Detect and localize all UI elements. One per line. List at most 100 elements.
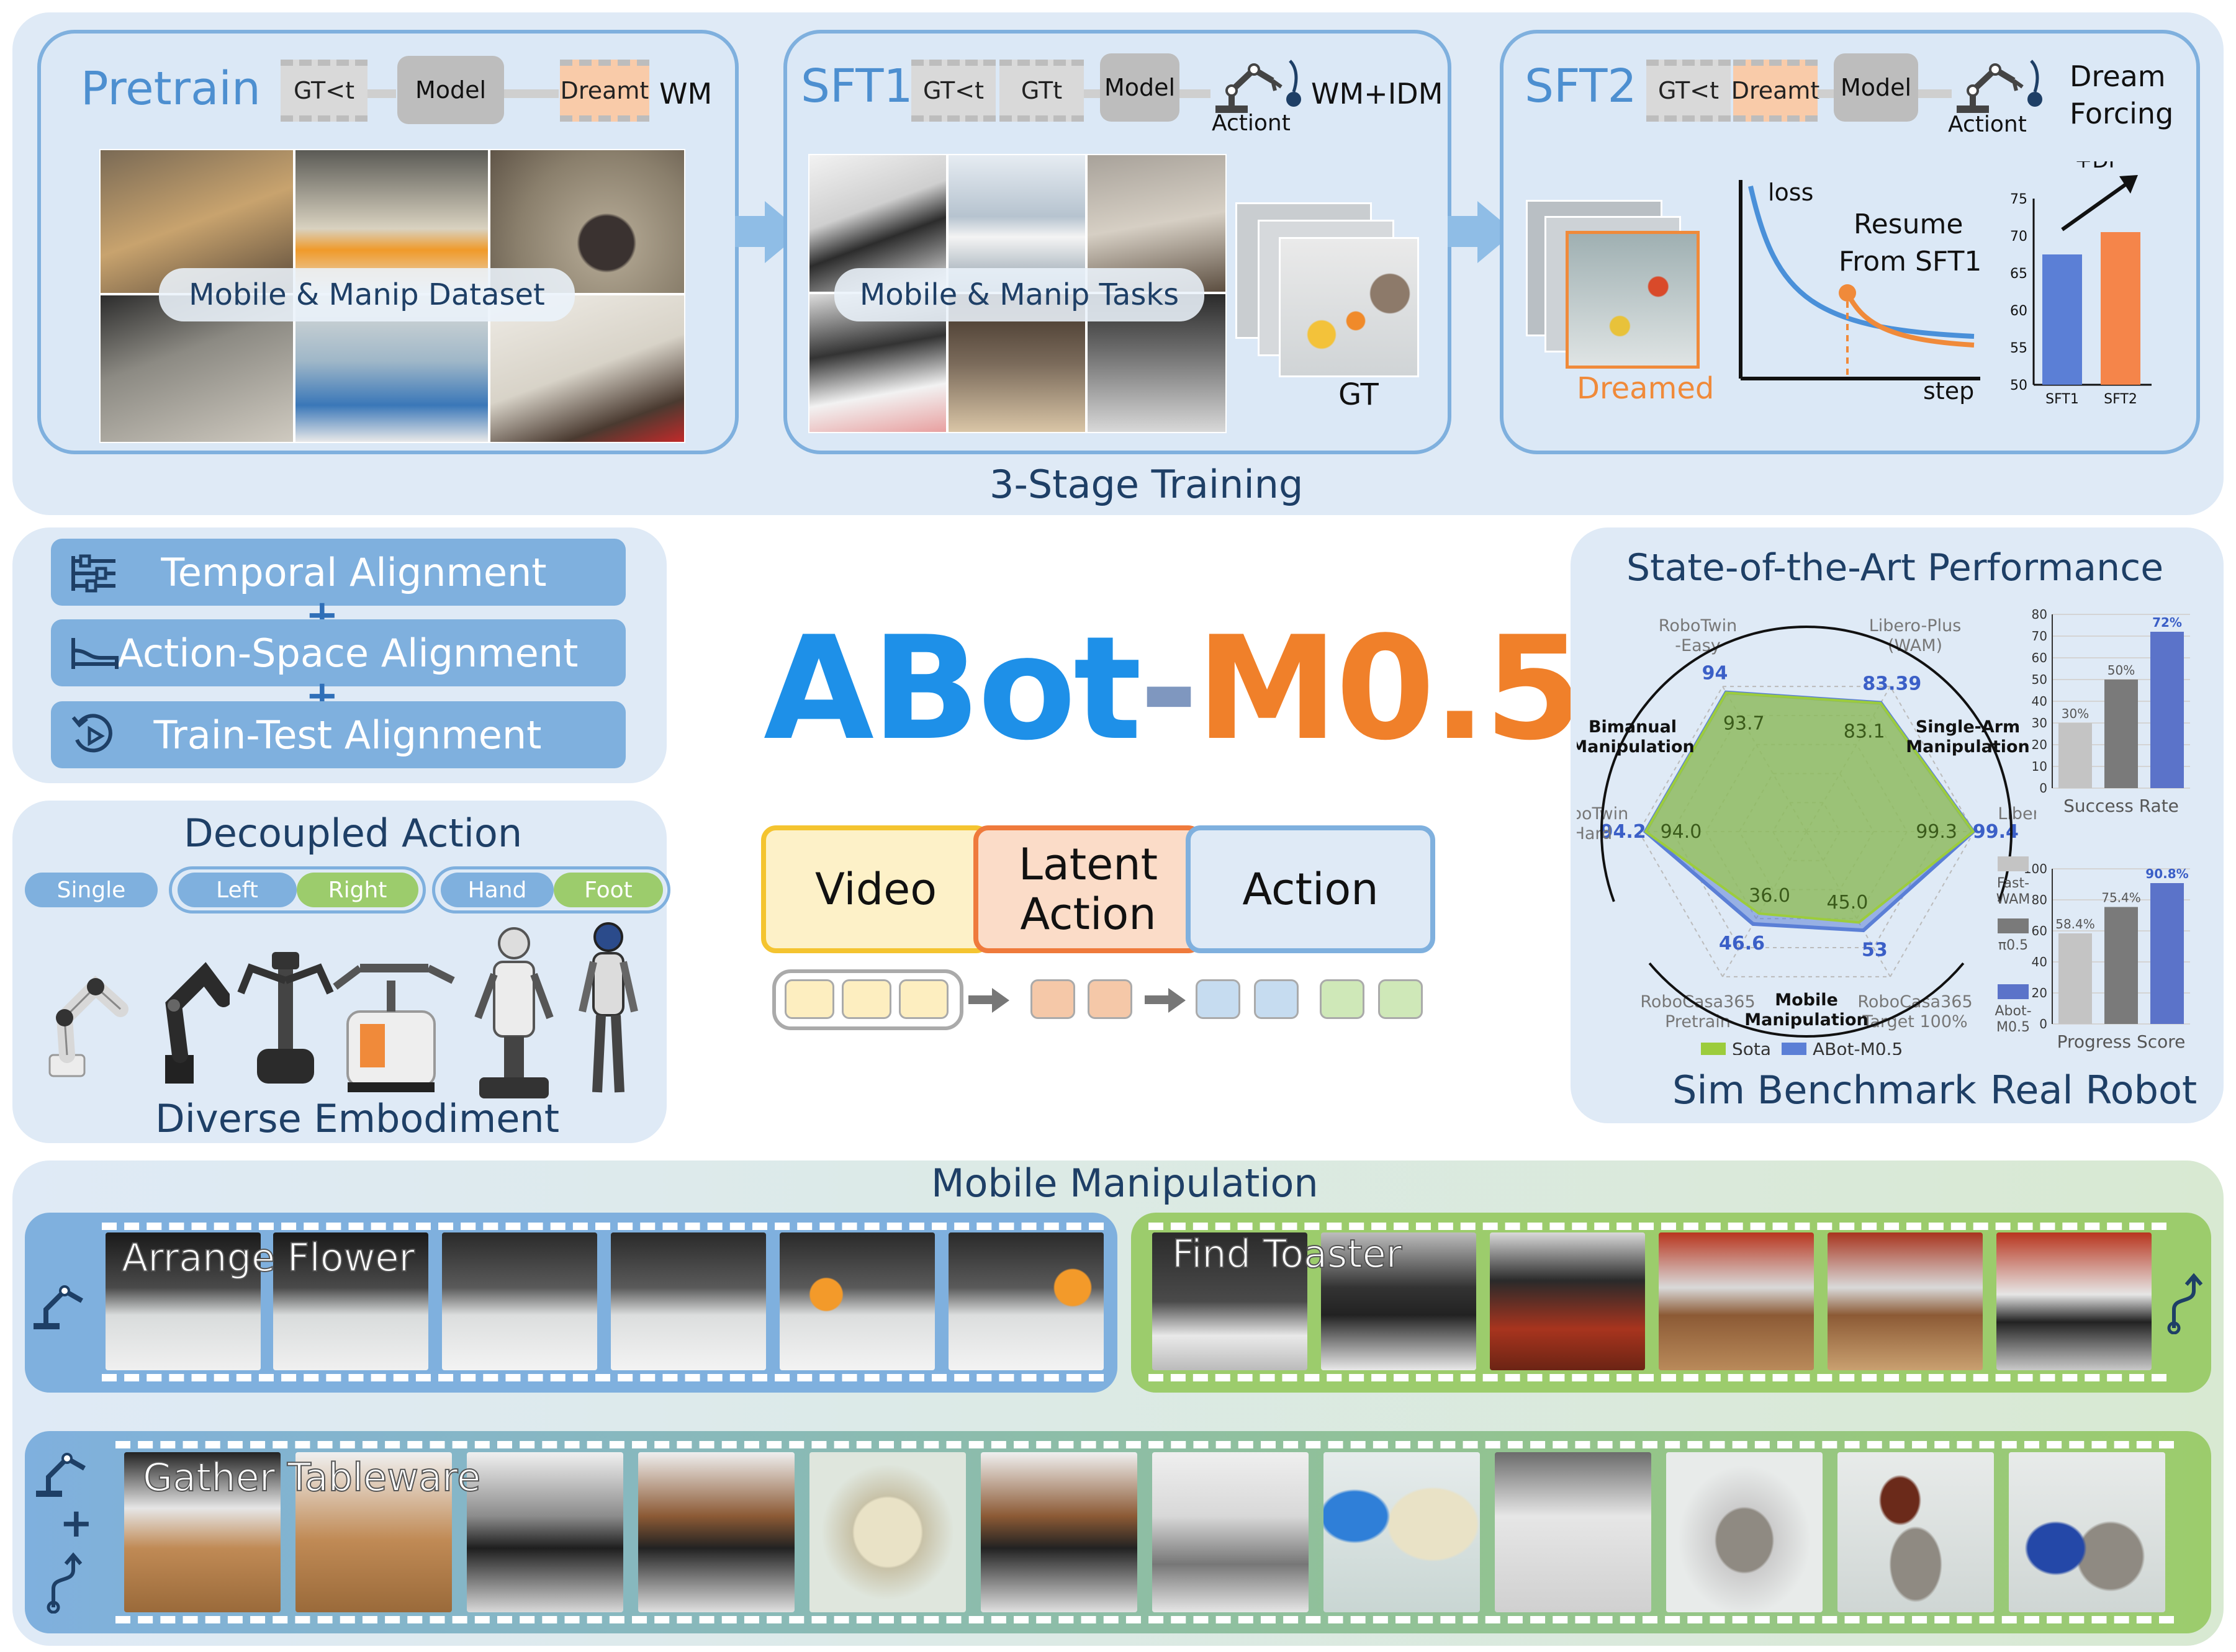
loss-axis-label: loss bbox=[1768, 179, 1814, 206]
legend-swatch-abot bbox=[1782, 1043, 1806, 1055]
gt-frame-stack bbox=[1235, 202, 1422, 388]
sota-value-label: 36.0 bbox=[1749, 885, 1790, 907]
radar-chart: 93.794RoboTwin-Easy83.183.39Libero-Plus(… bbox=[1577, 616, 2036, 1055]
sim-benchmark-label: Sim Benchmark bbox=[1672, 1067, 1977, 1113]
resume-line1: Resume bbox=[1854, 209, 1963, 240]
stage-arrow bbox=[1448, 216, 1479, 247]
axis-name: (WAM) bbox=[1888, 636, 1942, 655]
ours-value-label: 83.39 bbox=[1862, 673, 1921, 694]
latent-token bbox=[1030, 979, 1075, 1019]
latent-token bbox=[1088, 979, 1132, 1019]
axis-name: Libero bbox=[1998, 804, 2036, 824]
bar bbox=[2101, 232, 2140, 385]
arrow bbox=[1145, 995, 1170, 1004]
y-tick-label: 40 bbox=[2032, 694, 2047, 709]
bar bbox=[2104, 680, 2138, 788]
action-space-alignment: Action-Space Alignment bbox=[51, 619, 626, 686]
axis-name: -Easy bbox=[1675, 636, 1720, 655]
y-tick-label: 10 bbox=[2032, 759, 2047, 774]
video-frame bbox=[981, 1452, 1137, 1612]
group-label: Mobile bbox=[1775, 990, 1838, 1010]
group-arc bbox=[1600, 626, 1807, 902]
dreamed-label: Dreamed bbox=[1577, 371, 1715, 406]
axis-name: Libero-Plus bbox=[1869, 616, 1962, 635]
x-tick-label: SFT1 bbox=[2045, 392, 2079, 407]
sft2-input-dream: Dreamt bbox=[1731, 60, 1819, 122]
series-sota bbox=[1644, 691, 1975, 924]
arrow bbox=[1918, 89, 1952, 98]
brand-title-dash: - bbox=[1139, 606, 1198, 772]
bar bbox=[2058, 723, 2092, 788]
robot-humanoid bbox=[579, 922, 638, 1093]
video-frame bbox=[1321, 1232, 1476, 1370]
data-label: 30% bbox=[2062, 706, 2089, 721]
x-tick-label: SFT2 bbox=[2104, 392, 2137, 407]
legend-label: Abot- bbox=[1995, 1003, 2031, 1019]
pretrain-model: Model bbox=[397, 56, 504, 124]
video-frame bbox=[611, 1232, 766, 1370]
sft2-model: Model bbox=[1834, 53, 1918, 122]
video-frame bbox=[106, 1232, 261, 1370]
pretrain-tag: WM bbox=[659, 77, 713, 110]
y-tick-label: 0 bbox=[2039, 781, 2047, 796]
video-frame bbox=[467, 1452, 623, 1612]
y-tick-label: 65 bbox=[2010, 266, 2027, 282]
sft2-tag-line1: Dream bbox=[2070, 60, 2166, 93]
step-axis-label: step bbox=[1923, 377, 1975, 405]
axis-name: RoboCasa365 bbox=[1857, 992, 1972, 1012]
legend-label-abot: ABot-M0.5 bbox=[1813, 1039, 1903, 1055]
brand-title-a: ABot bbox=[764, 606, 1142, 772]
sota-value-label: 93.7 bbox=[1723, 712, 1765, 734]
sota-value-label: 83.1 bbox=[1844, 721, 1885, 743]
y-tick-label: 70 bbox=[2032, 629, 2047, 644]
bar bbox=[2104, 907, 2138, 1024]
sft2-tag-line2: Forcing bbox=[2070, 97, 2174, 130]
y-tick-label: 50 bbox=[2032, 672, 2047, 687]
video-frame bbox=[1659, 1232, 1814, 1370]
gt-frame-fruit bbox=[1279, 237, 1419, 377]
action-token-arm bbox=[1196, 979, 1240, 1019]
action-space-alignment-label: Action-Space Alignment bbox=[117, 630, 579, 676]
bar bbox=[2042, 254, 2082, 385]
decoupled-footer: Diverse Embodiment bbox=[155, 1096, 560, 1141]
sft2-title: SFT2 bbox=[1525, 60, 1637, 113]
arrange-flower-frames bbox=[102, 1223, 1104, 1381]
action-token bbox=[1254, 979, 1299, 1019]
video-frame bbox=[1152, 1232, 1307, 1370]
train-test-alignment-label: Train-Test Alignment bbox=[153, 712, 542, 758]
robot-wheeled-humanoid bbox=[474, 927, 554, 1098]
sft1-model: Model bbox=[1100, 53, 1179, 122]
y-tick-label: 0 bbox=[2039, 1017, 2047, 1031]
sft1-title: SFT1 bbox=[801, 60, 913, 113]
group-arc bbox=[1648, 962, 1965, 1038]
robot-arm-icon bbox=[1215, 60, 1301, 113]
legend-label-sota: Sota bbox=[1732, 1039, 1771, 1055]
trend-arrow bbox=[2061, 182, 2128, 231]
video-frame bbox=[124, 1452, 281, 1612]
arrow-head bbox=[992, 988, 1009, 1013]
ours-value-label: 94.2 bbox=[1600, 821, 1646, 843]
sft2-input-gt: GT<t bbox=[1646, 60, 1731, 122]
legend-swatch-sota bbox=[1701, 1043, 1726, 1055]
y-tick-label: 30 bbox=[2032, 716, 2047, 730]
video-frame bbox=[1323, 1452, 1480, 1612]
video-frame bbox=[1828, 1232, 1983, 1370]
chart-title: Success Rate bbox=[2063, 796, 2179, 816]
sft1-tag: WM+IDM bbox=[1311, 77, 1443, 110]
y-tick-label: 70 bbox=[2010, 229, 2027, 245]
axis-name: Pretrain bbox=[1665, 1012, 1731, 1031]
mobile-title: Mobile Manipulation bbox=[931, 1160, 1319, 1206]
bar bbox=[2150, 883, 2184, 1024]
data-label: 75.4% bbox=[2101, 891, 2141, 905]
stage-arrow bbox=[735, 216, 766, 247]
robot-white-arm bbox=[48, 976, 128, 1077]
group-label: Single-Arm bbox=[1916, 717, 2020, 737]
segment-action: Action bbox=[1186, 825, 1435, 953]
tag-right: Right bbox=[297, 873, 418, 907]
pretrain-dataset-caption: Mobile & Manip Dataset bbox=[159, 268, 575, 321]
axis-name: Target 100% bbox=[1862, 1012, 1967, 1031]
group-arc bbox=[1806, 626, 2013, 902]
loss-curve-chart bbox=[1739, 180, 1980, 380]
brand-title-b: M0.5 bbox=[1196, 606, 1584, 772]
